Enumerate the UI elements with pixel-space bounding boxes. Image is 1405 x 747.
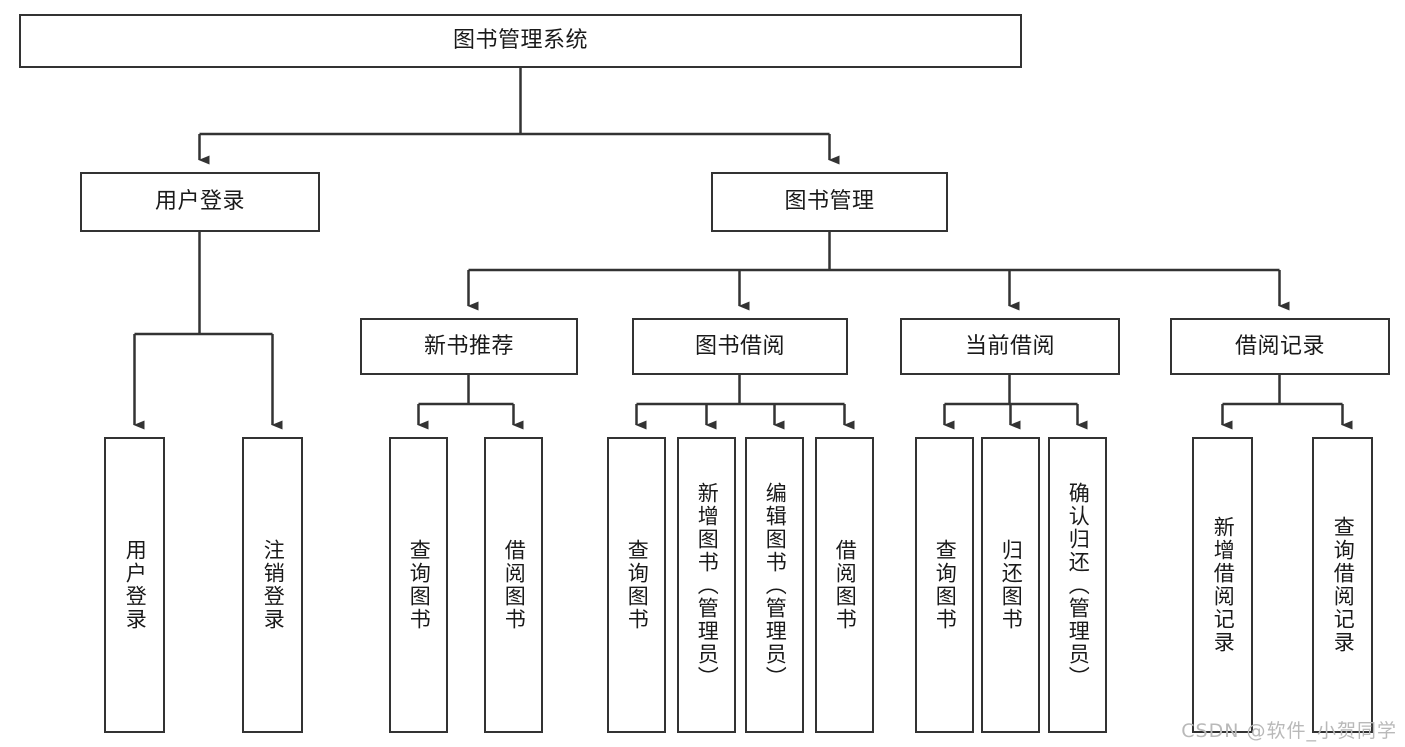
node-leaf-confirm-return[interactable]: 确认归还（管理员） [1048, 437, 1107, 733]
node-leaf-user-login[interactable]: 用户登录 [104, 437, 165, 733]
node-leaf-add-book-label: 新增图书（管理员） [695, 481, 720, 689]
node-leaf-borrow-book-2[interactable]: 借阅图书 [815, 437, 874, 733]
node-leaf-query-book-3-label: 查询图书 [933, 539, 958, 631]
node-leaf-query-book-2[interactable]: 查询图书 [607, 437, 666, 733]
node-leaf-edit-book-label: 编辑图书（管理员） [763, 481, 788, 689]
node-new-book-recommend-label: 新书推荐 [423, 333, 514, 359]
node-book-management[interactable]: 图书管理 [711, 172, 948, 232]
node-leaf-return-book[interactable]: 归还图书 [981, 437, 1040, 733]
csdn-watermark: CSDN @软件_小贺同学 [1181, 720, 1397, 742]
node-book-borrow[interactable]: 图书借阅 [632, 318, 848, 375]
node-leaf-query-book-2-label: 查询图书 [625, 539, 650, 631]
node-leaf-query-borrow-record[interactable]: 查询借阅记录 [1312, 437, 1373, 733]
node-leaf-query-book-1-label: 查询图书 [407, 539, 432, 631]
node-root-book-management-system[interactable]: 图书管理系统 [19, 14, 1022, 68]
node-leaf-logout-login-label: 注销登录 [261, 539, 286, 631]
node-leaf-query-borrow-record-label: 查询借阅记录 [1331, 516, 1356, 654]
node-current-borrow[interactable]: 当前借阅 [900, 318, 1120, 375]
node-leaf-query-book-1[interactable]: 查询图书 [389, 437, 448, 733]
node-leaf-query-book-3[interactable]: 查询图书 [915, 437, 974, 733]
node-leaf-confirm-return-label: 确认归还（管理员） [1066, 481, 1091, 689]
node-leaf-user-login-label: 用户登录 [123, 539, 148, 631]
node-leaf-add-borrow-record[interactable]: 新增借阅记录 [1192, 437, 1253, 733]
node-leaf-logout-login[interactable]: 注销登录 [242, 437, 303, 733]
node-root-label: 图书管理系统 [452, 28, 588, 54]
node-user-login-label: 用户登录 [154, 189, 245, 215]
node-leaf-borrow-book-2-label: 借阅图书 [833, 539, 858, 631]
node-leaf-edit-book[interactable]: 编辑图书（管理员） [745, 437, 804, 733]
node-book-borrow-label: 图书借阅 [694, 333, 785, 359]
node-user-login[interactable]: 用户登录 [80, 172, 320, 232]
node-borrow-record-label: 借阅记录 [1234, 333, 1325, 359]
node-leaf-add-book[interactable]: 新增图书（管理员） [677, 437, 736, 733]
node-current-borrow-label: 当前借阅 [964, 333, 1055, 359]
node-borrow-record[interactable]: 借阅记录 [1170, 318, 1390, 375]
node-new-book-recommend[interactable]: 新书推荐 [360, 318, 578, 375]
node-book-management-label: 图书管理 [784, 189, 875, 215]
node-leaf-borrow-book-1-label: 借阅图书 [502, 539, 527, 631]
node-leaf-borrow-book-1[interactable]: 借阅图书 [484, 437, 543, 733]
node-leaf-return-book-label: 归还图书 [999, 539, 1024, 631]
node-leaf-add-borrow-record-label: 新增借阅记录 [1211, 516, 1236, 654]
